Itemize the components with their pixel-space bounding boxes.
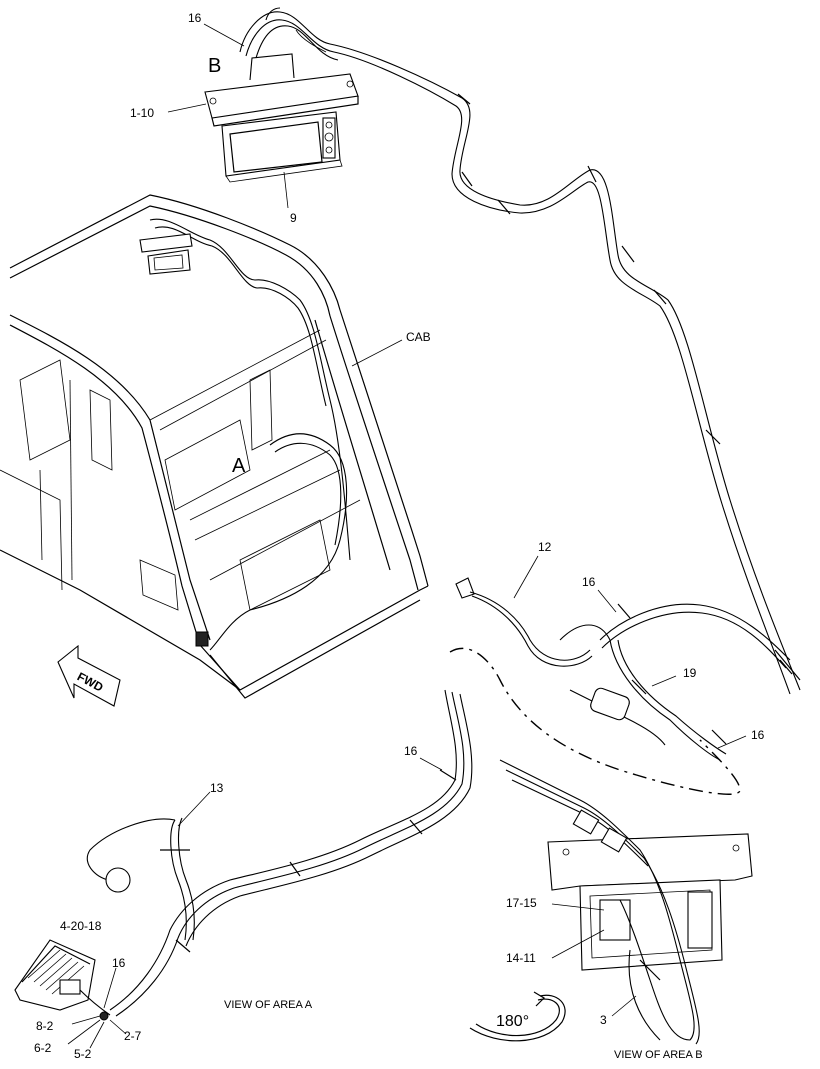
- caption-view-area-b: VIEW OF AREA B: [614, 1049, 703, 1061]
- fwd-arrow: FWD: [57, 644, 121, 707]
- callout-2-7: 2-7: [124, 1029, 142, 1043]
- letter-a: A: [232, 455, 246, 477]
- callout-16-right2: 16: [751, 728, 765, 742]
- leader-lines: [67, 23, 747, 1049]
- callout-19: 19: [683, 666, 697, 680]
- area-b-bracket: [469, 759, 753, 1045]
- dashed-connector: [449, 647, 741, 795]
- view-captions: VIEW OF AREA A VIEW OF AREA B 180°: [224, 999, 703, 1061]
- callout-9: 9: [290, 211, 297, 225]
- callout-1-10: 1-10: [130, 106, 154, 120]
- callout-16-low: 16: [112, 956, 126, 970]
- callout-12: 12: [538, 540, 552, 554]
- callout-17-15: 17-15: [506, 896, 537, 910]
- upper-harness: [239, 7, 801, 695]
- callout-14-11: 14-11: [506, 951, 536, 965]
- callout-8-2: 8-2: [36, 1019, 54, 1033]
- callout-16-mid: 16: [404, 744, 418, 758]
- callout-16-top: 16: [188, 11, 202, 25]
- caption-view-area-a: VIEW OF AREA A: [224, 999, 313, 1011]
- callout-4-20-18: 4-20-18: [60, 919, 102, 933]
- callout-6-2: 6-2: [34, 1041, 52, 1055]
- callout-cab: CAB: [406, 330, 431, 344]
- harness-12: [449, 577, 791, 795]
- callout-3: 3: [600, 1013, 607, 1027]
- display-monitor: [221, 111, 343, 183]
- rotation-label: 180°: [496, 1013, 529, 1030]
- callout-labels: 16 B 1-10 9 CAB A 12 16 19 16 16 13 4-20…: [34, 11, 765, 1061]
- cab-structure: [0, 194, 429, 699]
- area-a-harness: [14, 689, 473, 1021]
- callout-16-right: 16: [582, 575, 596, 589]
- callout-5-2: 5-2: [74, 1047, 92, 1061]
- monitor-bracket: [204, 53, 359, 127]
- callout-13: 13: [210, 781, 224, 795]
- letter-b: B: [208, 55, 221, 77]
